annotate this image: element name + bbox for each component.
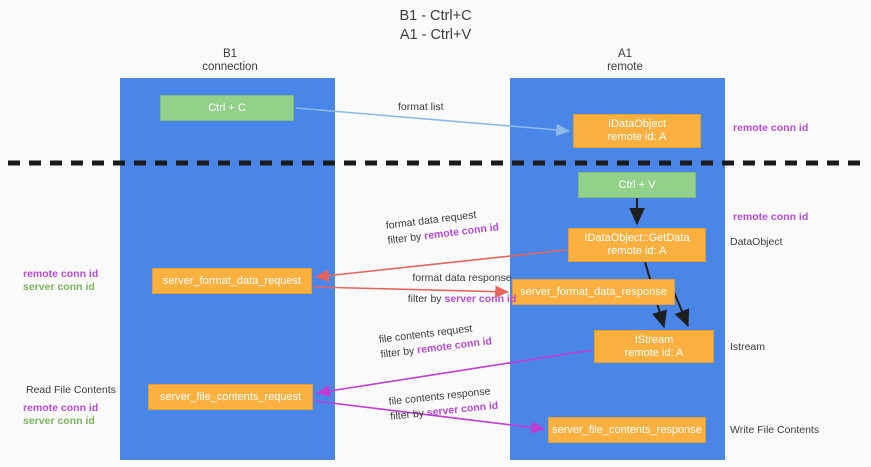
node-server-format-data-response-label: server_format_data_response — [520, 285, 667, 298]
filter-prefix: filter by — [407, 293, 445, 305]
filter-prefix: filter by — [379, 344, 418, 361]
node-server-format-data-request[interactable]: server_format_data_request — [152, 268, 312, 294]
side-label-write-file-contents: Write File Contents — [730, 424, 820, 436]
node-idataobject[interactable]: IDataObject remote id: A — [573, 114, 701, 148]
filter-key: server conn id — [444, 293, 517, 305]
node-server-format-data-request-label: server_format_data_request — [162, 274, 302, 287]
legend-top-server-conn-id: server conn id — [23, 281, 95, 293]
node-ctrl-v-label: Ctrl + V — [618, 178, 656, 191]
legend-top: remote conn id server conn id — [23, 268, 98, 294]
side-label-remote-conn-id-top: remote conn id — [733, 122, 809, 134]
node-ctrl-v[interactable]: Ctrl + V — [578, 172, 696, 198]
edge-label-format-data-response-line1: format data response — [412, 272, 512, 284]
node-server-file-contents-request[interactable]: server_file_contents_request — [148, 384, 313, 410]
edge-label-format-data-request: format data request filter by remote con… — [385, 205, 500, 248]
node-istream-line1: IStream — [634, 333, 674, 346]
diagram-title: B1 - Ctrl+C A1 - Ctrl+V — [399, 8, 472, 43]
edge-label-file-contents-response: file contents response filter by server … — [388, 384, 499, 425]
edge-label-format-data-response: format data response filter by server co… — [377, 271, 547, 307]
node-istream-line2: remote id: A — [624, 346, 684, 359]
filter-prefix: filter by — [386, 230, 425, 247]
node-idataobject-line2: remote id: A — [607, 131, 667, 143]
node-server-file-contents-request-label: server_file_contents_request — [159, 390, 302, 403]
side-label-read-file-contents: Read File Contents — [26, 384, 116, 396]
edge-label-file-contents-request: file contents request filter by remote c… — [378, 319, 493, 362]
legend-bottom: remote conn id server conn id — [23, 402, 98, 428]
edge-label-format-data-response-line2: filter by server conn id — [377, 292, 547, 307]
node-server-file-contents-response-label: server_file_contents_response — [552, 423, 702, 436]
node-server-format-data-response[interactable]: server_format_data_response — [512, 279, 675, 305]
legend-bottom-remote-conn-id: remote conn id — [23, 402, 99, 414]
legend-bottom-server-conn-id: server conn id — [23, 415, 95, 427]
node-ctrl-c-label: Ctrl + C — [208, 101, 246, 114]
node-ctrl-c[interactable]: Ctrl + C — [160, 95, 294, 121]
side-label-dataobject: DataObject — [730, 236, 783, 248]
node-istream[interactable]: IStream remote id: A — [594, 330, 714, 363]
node-idataobject-getdata[interactable]: IDataObject::GetData remote id: A — [568, 228, 706, 262]
side-label-remote-conn-id-mid: remote conn id — [733, 211, 809, 223]
filter-prefix: filter by — [389, 407, 428, 423]
node-getdata-line1: IDataObject::GetData — [584, 232, 690, 244]
legend-top-remote-conn-id: remote conn id — [23, 268, 99, 280]
column-header-a1: A1 remote — [607, 48, 643, 73]
column-header-b1: B1 connection — [202, 48, 258, 73]
side-label-istream: Istream — [730, 341, 766, 353]
node-getdata-line2: remote id: A — [607, 245, 667, 257]
node-idataobject-line1: IDataObject — [607, 118, 667, 130]
node-server-file-contents-response[interactable]: server_file_contents_response — [548, 417, 706, 443]
edge-label-format-list: format list — [398, 101, 444, 113]
